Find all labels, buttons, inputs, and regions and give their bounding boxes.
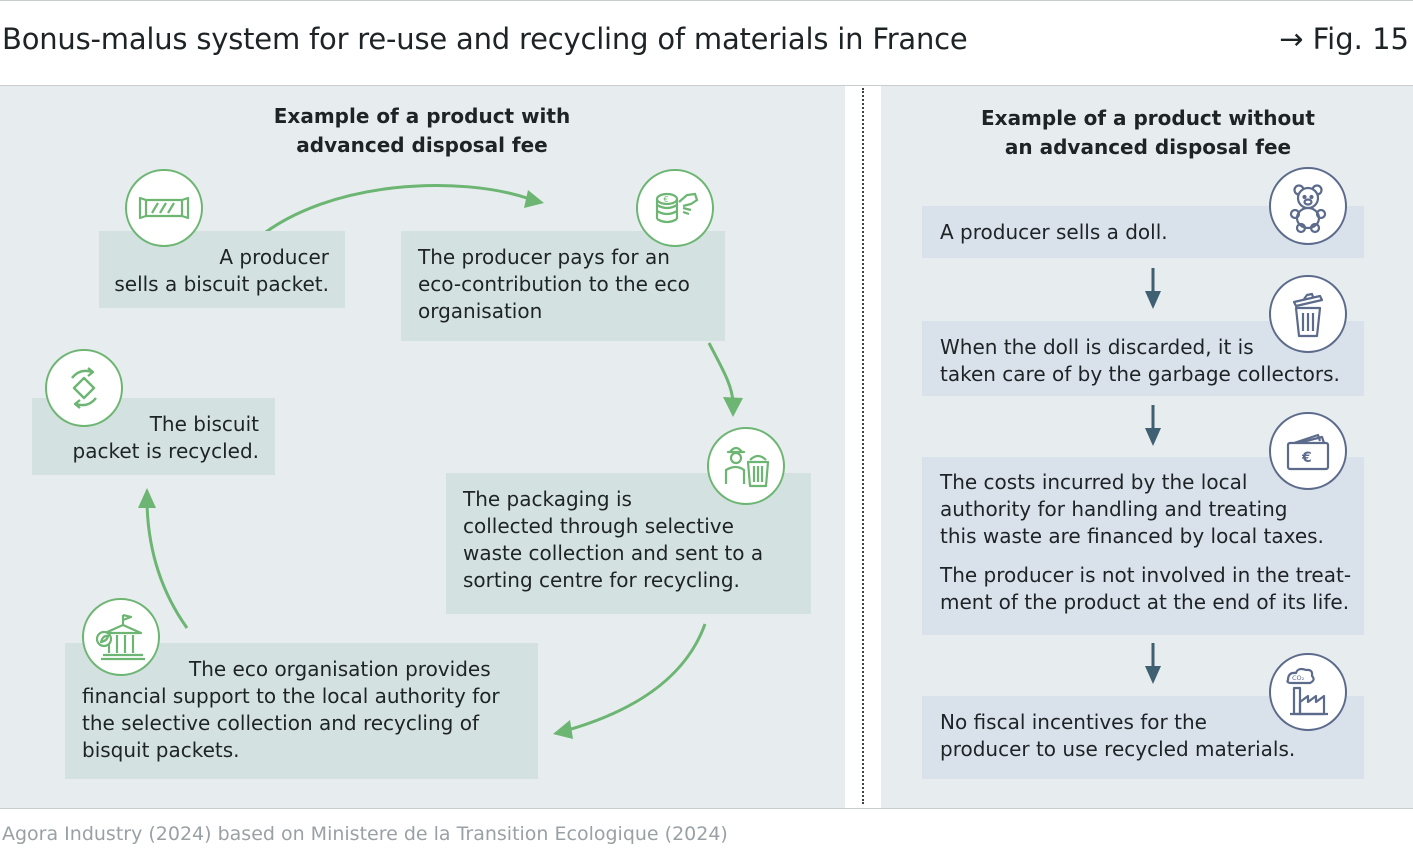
source-note: Agora Industry (2024) based on Ministere… <box>2 823 728 845</box>
trash-bin-icon <box>1269 275 1347 353</box>
step-costs-line2: authority for handling and treating <box>940 497 1288 521</box>
step-discard-line2: taken care of by the garbage collectors. <box>940 362 1340 386</box>
right-heading: Example of a product without an advanced… <box>948 104 1348 162</box>
step-pay-line2: eco-contribution to the eco <box>418 272 690 296</box>
step-incentive-line1: No fiscal incentives for the <box>940 710 1207 734</box>
step-sell-line1: A producer <box>219 245 329 269</box>
step-doll-line1: A producer sells a doll. <box>940 220 1168 244</box>
step-incentive-line2: producer to use recycled materials. <box>940 737 1296 761</box>
figure-reference: → Fig. 15 <box>1279 22 1409 56</box>
biscuit-packet-icon <box>125 169 203 247</box>
footer-rule <box>0 808 1413 809</box>
figure-title: Bonus-malus system for re-use and recycl… <box>2 22 968 56</box>
euro-coins-hand-icon: € <box>636 169 714 247</box>
step-support-line2: financial support to the local authority… <box>82 684 500 708</box>
right-heading-line2: an advanced disposal fee <box>1004 135 1292 159</box>
top-rule <box>0 0 1413 1</box>
left-heading-line2: advanced disposal fee <box>296 133 548 157</box>
step-producer-pays: The producer pays for an eco-contributio… <box>401 231 725 341</box>
step-recycled-line1: The biscuit <box>149 412 259 436</box>
step-costs-line4: The producer is not involved in the trea… <box>940 563 1352 587</box>
step-recycled-line2: packet is recycled. <box>72 439 259 463</box>
step-support-line4: bisquit packets. <box>82 738 240 762</box>
step-collect-line3: waste collection and sent to a <box>463 541 764 565</box>
step-pay-line3: organisation <box>418 299 543 323</box>
step-producer-sells-doll: A producer sells a doll. <box>922 206 1364 258</box>
step-producer-sells-biscuit: A producer sells a biscuit packet. <box>99 231 345 308</box>
step-collect-line2: collected through selective <box>463 514 734 538</box>
step-support-line3: the selective collection and recycling o… <box>82 711 479 735</box>
step-costs-line5: ment of the product at the end of its li… <box>940 590 1350 614</box>
co2-factory-icon: CO₂ <box>1269 653 1347 731</box>
step-costs-line1: The costs incurred by the local <box>940 470 1248 494</box>
dotted-divider <box>862 88 864 804</box>
left-heading: Example of a product with advanced dispo… <box>232 102 612 160</box>
step-sell-line2: sells a biscuit packet. <box>114 272 329 296</box>
svg-text:€: € <box>664 195 669 204</box>
teddy-bear-icon <box>1269 167 1347 245</box>
step-costs-local-taxes: The costs incurred by the local authorit… <box>922 457 1364 635</box>
svg-text:€: € <box>1301 450 1312 466</box>
step-costs-line3: this waste are financed by local taxes. <box>940 524 1324 548</box>
step-pay-line1: The producer pays for an <box>418 245 670 269</box>
eco-institution-icon <box>82 598 160 676</box>
step-collect-line4: sorting centre for recycling. <box>463 568 740 592</box>
co2-label: CO₂ <box>1292 674 1305 682</box>
waste-collector-icon <box>707 427 785 505</box>
left-heading-line1: Example of a product with <box>273 104 571 128</box>
step-collect-line1: The packaging is <box>463 487 632 511</box>
right-heading-line1: Example of a product without <box>981 106 1315 130</box>
step-discard-line1: When the doll is discarded, it is <box>940 335 1254 359</box>
recycle-icon <box>45 349 123 427</box>
step-support-line1: The eco organisation provides <box>189 657 491 681</box>
euro-wallet-icon: € <box>1269 412 1347 490</box>
header-rule <box>0 85 1413 86</box>
